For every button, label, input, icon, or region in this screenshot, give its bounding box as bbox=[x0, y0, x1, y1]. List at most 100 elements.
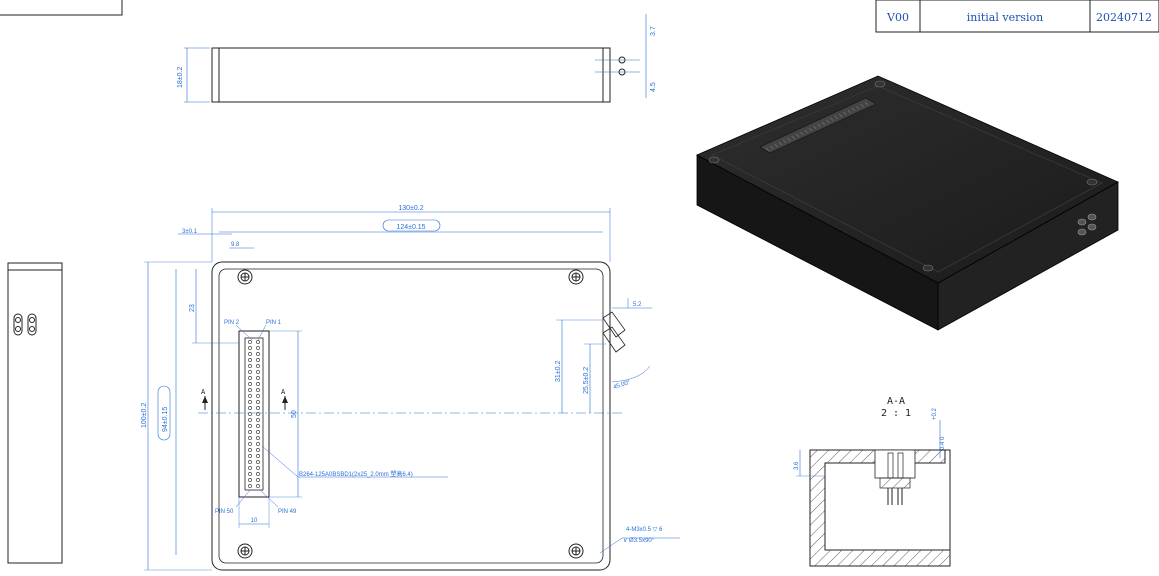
connector-pin bbox=[248, 460, 252, 464]
connector-pin bbox=[248, 388, 252, 392]
svg-text:A: A bbox=[201, 388, 206, 396]
pin49-label: PIN 49 bbox=[278, 509, 297, 515]
slot-pin bbox=[774, 143, 778, 148]
section-marker-left: A bbox=[201, 388, 208, 410]
revision-table: V00 initial version 20240712 bbox=[875, 0, 1159, 33]
connector-pin bbox=[248, 406, 252, 410]
slot-pin bbox=[787, 137, 791, 142]
pin50-label: PIN 50 bbox=[215, 509, 234, 515]
top-offset-dim-1: 3.7 bbox=[650, 26, 657, 36]
connector-pin bbox=[248, 370, 252, 374]
connector-pin bbox=[256, 346, 260, 350]
slot-pin bbox=[765, 147, 770, 152]
connector-pin bbox=[256, 424, 260, 428]
connector-width-dim: 10 bbox=[251, 518, 258, 524]
connector-pin bbox=[256, 460, 260, 464]
cutout-height-dim-2: 25.5±0.2 bbox=[583, 367, 590, 394]
section-depth-dim: 3.6 bbox=[794, 461, 800, 470]
slot-pin bbox=[817, 123, 821, 128]
revision-description: initial version bbox=[967, 11, 1043, 24]
connector-pin bbox=[248, 346, 252, 350]
connector-pin bbox=[248, 448, 252, 452]
connector-pin bbox=[256, 430, 260, 434]
section-tolerance-upper: +0.2 bbox=[932, 407, 938, 420]
frame-corner bbox=[0, 0, 123, 16]
connector-pin bbox=[256, 478, 260, 482]
connector-pin bbox=[256, 418, 260, 422]
revision-date: 20240712 bbox=[1096, 11, 1152, 24]
width-dim: 130±0.2 bbox=[398, 205, 423, 212]
connector-pin bbox=[248, 454, 252, 458]
connector-pin bbox=[256, 466, 260, 470]
front-view: 130±0.2 124±0.15 3±0.1 9.8 100±0.2 94±0.… bbox=[141, 205, 680, 571]
section-view: A-A 2 : 1 3.6 0.4 0 +0.2 bbox=[794, 396, 951, 567]
connector-pin bbox=[248, 436, 252, 440]
connector-pin bbox=[248, 418, 252, 422]
slot-pin bbox=[834, 115, 839, 120]
connector-pin bbox=[256, 376, 260, 380]
section-marker-right: A bbox=[281, 388, 288, 410]
slot-pin bbox=[843, 111, 847, 116]
connector-pin bbox=[256, 484, 260, 488]
section-tolerance-dim: 0.4 0 bbox=[940, 436, 946, 450]
connector-pin bbox=[248, 358, 252, 362]
slot-pin bbox=[778, 141, 783, 146]
connector-length-dim: 50 bbox=[291, 410, 298, 418]
side-view bbox=[7, 262, 63, 564]
connector-pin bbox=[248, 466, 252, 470]
connector-pin bbox=[248, 424, 252, 428]
svg-text:A: A bbox=[281, 388, 286, 396]
cutout-height-dim-1: 31±0.2 bbox=[555, 361, 562, 382]
connector-part-label: B264-125A0BSBD1(2x25_2.0mm 塑高6.4) bbox=[299, 470, 413, 478]
slot-pin bbox=[825, 119, 830, 124]
section-title: A-A bbox=[887, 396, 905, 407]
height-dim: 100±0.2 bbox=[141, 403, 148, 428]
slot-pin bbox=[821, 121, 826, 126]
connector-pin bbox=[248, 376, 252, 380]
pin1-label: PIN 1 bbox=[266, 320, 282, 326]
screw-note-2: ∨ Ø3.5x90° bbox=[623, 538, 655, 544]
connector-pin bbox=[248, 412, 252, 416]
slot-pin bbox=[770, 145, 774, 150]
section-scale: 2 : 1 bbox=[881, 408, 911, 419]
slot-pin bbox=[864, 101, 869, 106]
slot-pin bbox=[860, 103, 864, 108]
connector-pin bbox=[248, 340, 252, 344]
connector bbox=[238, 330, 270, 498]
connector-pin bbox=[248, 352, 252, 356]
screw-note-1: 4-M3x0.5 ▽ 6 bbox=[626, 527, 663, 533]
slot-pin bbox=[830, 117, 834, 122]
slot-pin bbox=[782, 139, 787, 144]
slot-pin bbox=[804, 129, 808, 134]
connector-pin bbox=[256, 472, 260, 476]
slot-pin bbox=[795, 133, 800, 138]
connector-pin bbox=[256, 406, 260, 410]
slot-pin bbox=[856, 105, 860, 110]
connector-pin bbox=[256, 388, 260, 392]
slot-pin bbox=[791, 135, 796, 140]
connector-pin bbox=[248, 364, 252, 368]
connector-pin bbox=[256, 394, 260, 398]
cutout-angle-dim: 45.00° bbox=[613, 380, 632, 391]
connector-pin bbox=[256, 382, 260, 386]
isometric-view bbox=[696, 75, 1119, 331]
connector-pin bbox=[256, 364, 260, 368]
edge-offset-dim: 3±0.1 bbox=[182, 229, 198, 235]
connector-pin bbox=[248, 484, 252, 488]
connector-pin bbox=[256, 370, 260, 374]
connector-pin bbox=[256, 448, 260, 452]
connector-pin bbox=[256, 436, 260, 440]
screw-holes bbox=[237, 269, 584, 559]
pin2-label: PIN 2 bbox=[224, 320, 240, 326]
top-offset-dim-2: 4.5 bbox=[650, 82, 657, 92]
connector-pin bbox=[248, 382, 252, 386]
connector-pin bbox=[256, 340, 260, 344]
slot-pin bbox=[838, 113, 843, 118]
slot-pin bbox=[800, 131, 804, 136]
connector-pin bbox=[256, 352, 260, 356]
slot-pin bbox=[851, 107, 856, 112]
top-view: 18±0.2 3.7 4.5 bbox=[177, 14, 657, 103]
connector-offset-dim: 9.8 bbox=[231, 242, 240, 248]
connector-pin bbox=[256, 454, 260, 458]
